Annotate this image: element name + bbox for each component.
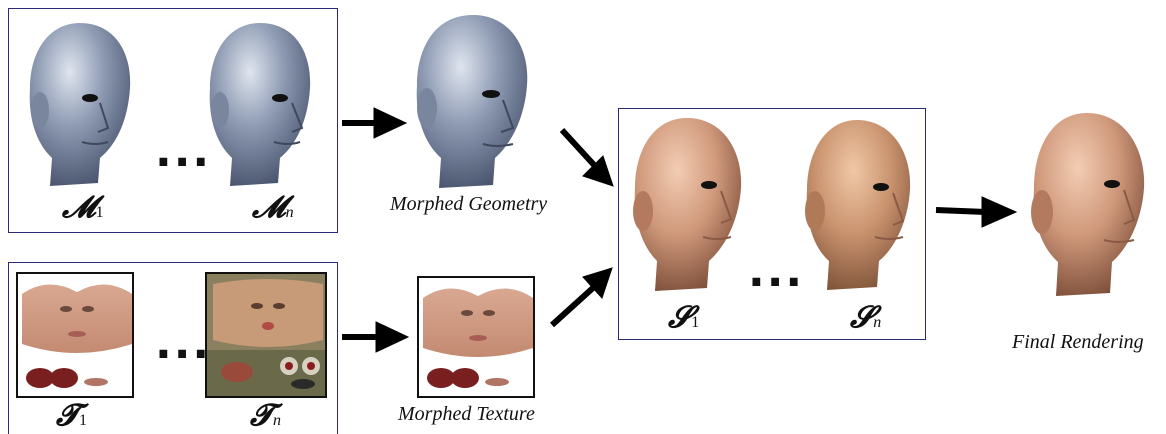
mesh-ellipsis: ... bbox=[155, 130, 211, 174]
skinned-head-1 bbox=[625, 113, 750, 298]
skinned-ellipsis: ... bbox=[748, 250, 804, 294]
texture-label-last: 𝓣n bbox=[250, 398, 281, 433]
arrow-geometry-to-skinned bbox=[562, 130, 613, 186]
skinned-label-first: 𝓢1 bbox=[668, 300, 699, 335]
arrow-texture-to-morphed bbox=[342, 322, 408, 352]
morphed-texture-caption: Morphed Texture bbox=[398, 403, 535, 426]
mesh-head-1 bbox=[20, 18, 140, 193]
morphed-geometry-head bbox=[405, 10, 540, 195]
arrow-mesh-to-geometry bbox=[342, 108, 406, 138]
skinned-head-n bbox=[797, 115, 919, 295]
texture-map-n bbox=[205, 272, 327, 398]
mesh-head-n bbox=[200, 18, 320, 193]
texture-label-first: 𝓣1 bbox=[56, 398, 87, 433]
final-rendering-head bbox=[1022, 108, 1152, 303]
morphed-texture-map bbox=[417, 276, 535, 398]
morphed-geometry-caption: Morphed Geometry bbox=[390, 193, 547, 216]
arrow-texture-to-skinned bbox=[552, 268, 612, 325]
texture-map-1 bbox=[16, 272, 134, 398]
final-rendering-caption: Final Rendering bbox=[1012, 331, 1144, 354]
skinned-label-last: 𝓢n bbox=[850, 300, 881, 335]
texture-ellipsis: ... bbox=[155, 322, 211, 366]
mesh-label-first: 𝓜1 bbox=[62, 190, 104, 225]
mesh-label-last: 𝓜n bbox=[252, 190, 294, 225]
arrow-skinned-to-final bbox=[936, 197, 1016, 227]
